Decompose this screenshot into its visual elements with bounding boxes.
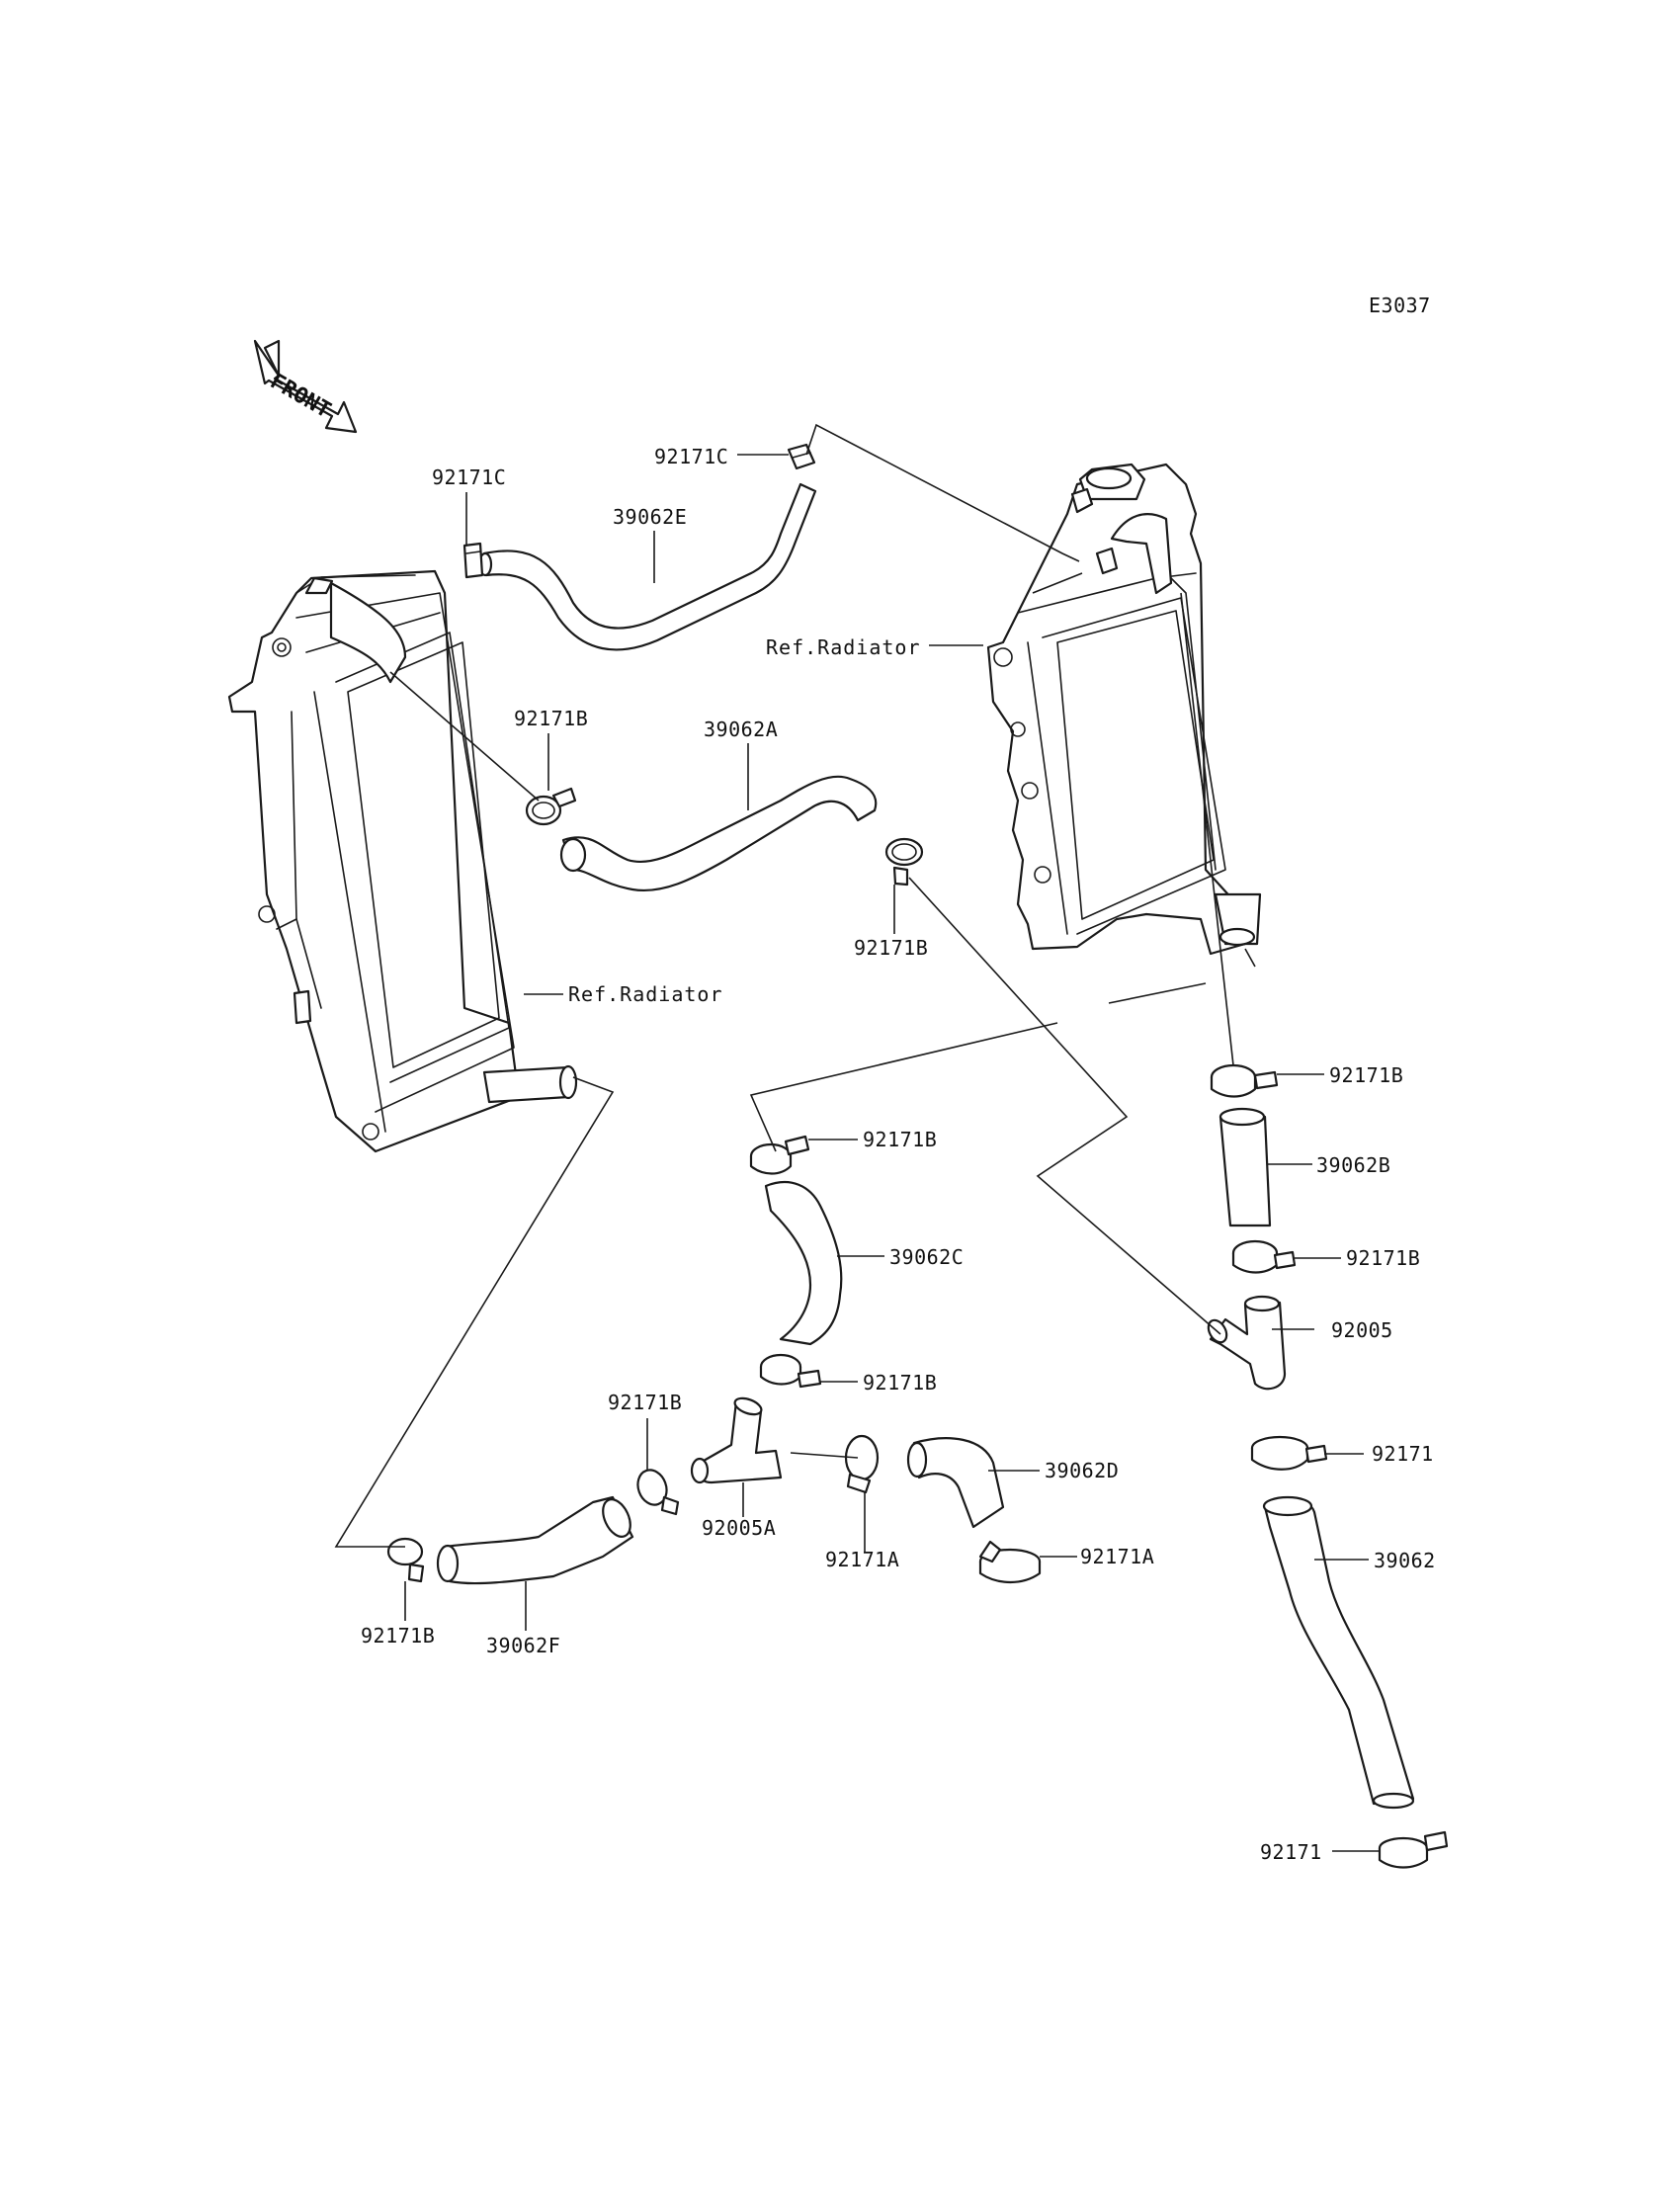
label-92171C-left: 92171C <box>432 465 506 489</box>
front-label: FRONT <box>266 370 335 424</box>
leader-lines <box>334 423 1380 1852</box>
left-radiator <box>227 569 578 1153</box>
front-arrow-icon: FRONT <box>253 339 358 434</box>
hose-39062B <box>1218 1107 1272 1227</box>
label-92171B-c: 92171B <box>1329 1063 1403 1087</box>
clamp-92171C-left <box>462 542 484 579</box>
clamp-92171B-e <box>1231 1239 1297 1274</box>
hose-39062A <box>559 775 878 891</box>
clamp-92171B-c <box>1210 1063 1279 1098</box>
label-92171-b: 92171 <box>1260 1840 1322 1864</box>
hose-39062F <box>436 1495 634 1585</box>
clamp-92171-a <box>1250 1435 1328 1471</box>
label-ref-radiator-right: Ref.Radiator <box>766 635 921 659</box>
label-92005A: 92005A <box>702 1516 776 1540</box>
joint-92005A <box>690 1396 783 1484</box>
label-92171B-e: 92171B <box>1346 1246 1420 1270</box>
label-92171A-b: 92171A <box>1080 1545 1154 1568</box>
clamp-92171C-top <box>787 443 816 470</box>
label-ref-radiator-left: Ref.Radiator <box>568 982 723 1006</box>
diagram-code: E3037 <box>1369 294 1431 317</box>
label-39062C: 39062C <box>889 1245 964 1269</box>
label-92171B-f: 92171B <box>863 1371 937 1394</box>
part-labels: 92171C 92171C 39062E Ref.Radiator 92171B… <box>361 445 1436 1864</box>
hose-39062 <box>1262 1495 1415 1810</box>
right-radiator <box>986 463 1262 956</box>
label-92171B-g: 92171B <box>608 1391 682 1414</box>
label-92171B-a: 92171B <box>514 707 588 730</box>
clamp-92171B-b <box>884 837 924 887</box>
label-92171B-d: 92171B <box>863 1128 937 1151</box>
label-39062F: 39062F <box>486 1634 560 1657</box>
label-92171B-b: 92171B <box>854 936 928 960</box>
label-39062B: 39062B <box>1316 1153 1390 1177</box>
label-92005: 92005 <box>1331 1318 1393 1342</box>
hose-39062C <box>764 1181 843 1346</box>
label-39062D: 39062D <box>1045 1459 1119 1482</box>
label-92171C-top: 92171C <box>654 445 728 468</box>
label-39062E: 39062E <box>613 505 687 529</box>
label-92171B-h: 92171B <box>361 1624 435 1648</box>
clamp-92171B-a <box>525 787 577 826</box>
clamp-92171A-a <box>844 1434 880 1494</box>
label-39062: 39062 <box>1374 1549 1436 1572</box>
hose-39062D <box>906 1437 1005 1529</box>
clamp-92171B-h <box>386 1537 425 1583</box>
joint-92005 <box>1207 1295 1287 1391</box>
clamp-92171A-b <box>978 1540 1042 1583</box>
clamp-92171B-g <box>636 1469 680 1516</box>
clamp-92171B-d <box>749 1135 810 1175</box>
label-92171-a: 92171 <box>1372 1442 1434 1466</box>
clamp-92171B-f <box>759 1353 822 1389</box>
label-92171A-a: 92171A <box>825 1548 899 1571</box>
label-39062A: 39062A <box>704 718 778 741</box>
clamp-92171-b <box>1378 1830 1449 1869</box>
